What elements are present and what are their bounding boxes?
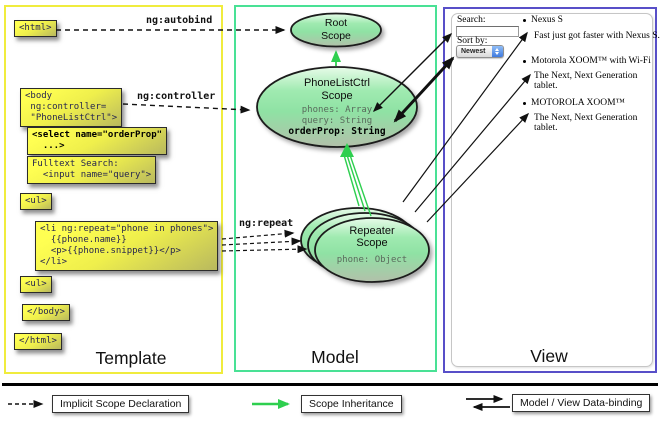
view-browser-panel <box>451 13 653 367</box>
sort-select-value: Newest <box>461 47 486 55</box>
code-box-ul-open: <ul> <box>20 193 52 210</box>
legend-divider <box>2 383 658 386</box>
code-box-body-open: <body ng:controller= "PhoneListCtrl"> <box>20 88 123 127</box>
code-box-fulltext: Fulltext Search: <input name="query"> <box>27 156 157 184</box>
code-box-html-open: <html> <box>14 20 57 37</box>
code-box-html-close: </html> <box>14 333 62 350</box>
legend-scope-inheritance-label: Scope Inheritance <box>301 395 402 413</box>
legend-double-arrow-icon <box>466 395 510 411</box>
model-column-frame <box>234 5 437 372</box>
code-box-li-repeat: <li ng:repeat="phone in phones"> {{phone… <box>35 221 219 271</box>
legend-implicit-scope-label: Implicit Scope Declaration <box>52 395 190 413</box>
sort-select[interactable]: Newest <box>456 45 504 58</box>
code-box-body-close: </body> <box>22 304 70 321</box>
select-stepper-icon <box>492 46 503 57</box>
code-box-ul-close: <ul> <box>20 276 52 293</box>
code-box-select: <select name="orderProp" ...> <box>27 127 168 155</box>
search-input[interactable] <box>456 26 519 37</box>
legend-data-binding-label: Model / View Data-binding <box>512 394 651 412</box>
